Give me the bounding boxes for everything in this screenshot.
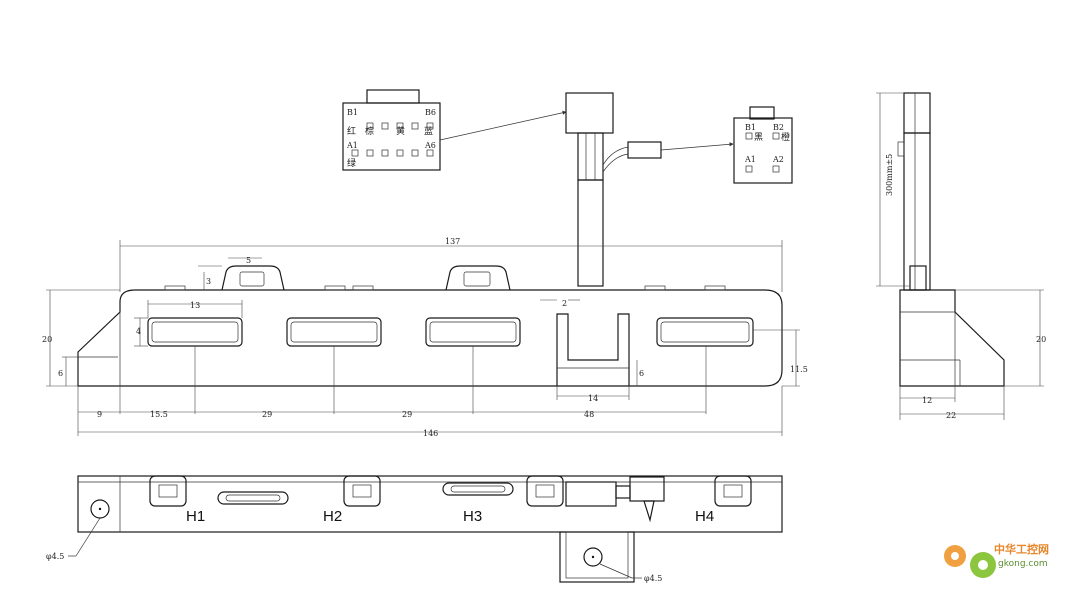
wire-color-blue: 蓝 — [424, 125, 433, 137]
pin-label-b2-small: B2 — [773, 123, 784, 132]
pin-label-a6: A6 — [424, 141, 436, 150]
dim-4: 4 — [136, 327, 141, 336]
dim-11-5: 11.5 — [790, 365, 808, 374]
dim-29-a: 29 — [262, 410, 272, 419]
pin-label-b1: B1 — [347, 108, 358, 117]
wire-color-orange: 橙 — [781, 131, 790, 143]
dim-5: 5 — [246, 256, 251, 265]
pin-label-b6: B6 — [425, 108, 436, 117]
bottom-view — [68, 475, 783, 583]
label-h2: H2 — [323, 508, 342, 525]
pin-label-b1-small: B1 — [745, 123, 756, 132]
dim-9: 9 — [97, 410, 102, 419]
wire-color-green: 绿 — [347, 157, 356, 169]
label-h1: H1 — [186, 508, 205, 525]
main-connector: B1 B6 A1 A6 红 棕 黄 蓝 绿 — [342, 89, 567, 171]
wire-color-brown: 棕 — [365, 125, 374, 137]
dim-12: 12 — [922, 396, 932, 405]
hole-dia-bottom: φ4.5 — [644, 574, 662, 583]
dim-20-side: 20 — [1036, 335, 1046, 344]
hole-dia-left: φ4.5 — [46, 552, 64, 561]
cable-housing — [565, 92, 734, 287]
side-view — [897, 92, 1005, 387]
dim-6-slot: 6 — [639, 369, 644, 378]
small-connector: B1 B2 A1 A2 黑 橙 — [733, 106, 793, 184]
wire-color-red: 红 — [347, 125, 356, 137]
front-view — [77, 265, 783, 387]
label-h4: H4 — [695, 508, 714, 525]
wire-color-black: 黑 — [754, 132, 763, 143]
dim-29-b: 29 — [402, 410, 412, 419]
dim-cable-length: 300mm±5 — [885, 154, 894, 196]
watermark-title: 中华工控网 — [994, 542, 1049, 556]
dim-13: 13 — [190, 301, 200, 310]
dim-146: 146 — [423, 429, 438, 438]
dim-15-5: 15.5 — [150, 410, 168, 419]
dim-137: 137 — [445, 237, 460, 246]
watermark-logo — [944, 545, 996, 578]
watermark-url: gkong.com — [998, 559, 1048, 569]
dim-48: 48 — [584, 410, 594, 419]
front-dimensions — [46, 240, 800, 436]
dim-22: 22 — [946, 411, 956, 420]
pin-label-a1-small: A1 — [744, 155, 756, 164]
pin-label-a2-small: A2 — [772, 155, 784, 164]
side-dimensions — [876, 92, 1044, 420]
dim-6: 6 — [58, 369, 63, 378]
dim-20-front: 20 — [42, 335, 52, 344]
label-h3: H3 — [463, 508, 482, 525]
dim-3: 3 — [206, 277, 211, 286]
dim-14: 14 — [588, 394, 598, 403]
wire-color-yellow: 黄 — [396, 125, 405, 137]
dim-2: 2 — [562, 299, 567, 308]
pin-label-a1: A1 — [346, 141, 358, 150]
